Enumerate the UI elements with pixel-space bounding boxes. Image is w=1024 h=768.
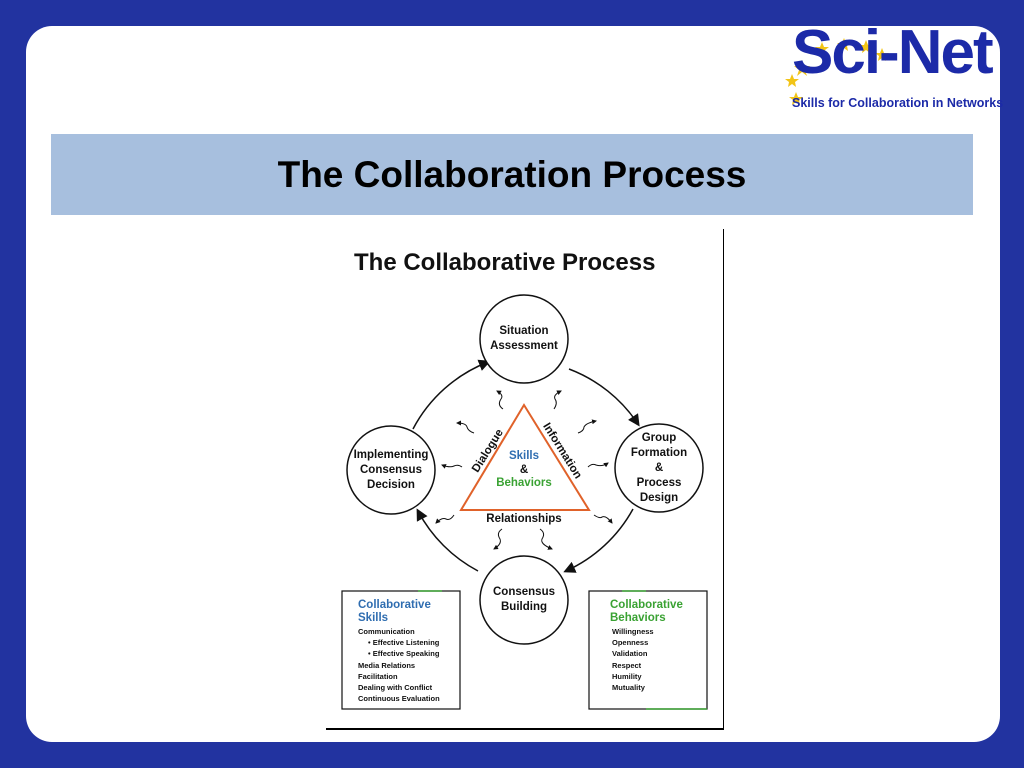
skills-box-border (341, 590, 461, 710)
behaviors-item: Validation (612, 649, 648, 659)
squiggle-arrow (441, 464, 463, 469)
behaviors-box-heading-2: Behaviors (610, 612, 666, 624)
collaborative-behaviors-box: Collaborative Behaviors Willingness Open… (610, 599, 704, 693)
squiggle-arrow (593, 514, 613, 524)
squiggle-arrow (456, 420, 475, 434)
collaborative-skills-box: Collaborative Skills Communication • Eff… (358, 599, 458, 704)
slide-title: The Collaboration Process (277, 153, 747, 195)
behaviors-item: Mutuality (612, 683, 645, 693)
cycle-arc-situation-to-group (568, 368, 640, 427)
skills-box-heading-1: Collaborative (358, 599, 431, 611)
skills-item: Media Relations (358, 660, 416, 670)
diagram-graphics (341, 294, 708, 710)
skills-item: • Effective Speaking (368, 649, 440, 659)
node-situation-assessment: Situation Assessment (490, 325, 558, 352)
title-band: The Collaboration Process (51, 134, 973, 215)
triangle-center-skills: Skills (508, 450, 540, 462)
behaviors-item: Humility (612, 671, 642, 681)
cycle-arc-consensus-to-implementing (416, 508, 479, 572)
squiggle-arrow (553, 390, 562, 410)
node-circle-situation (479, 294, 569, 384)
cycle-arc-group-to-consensus (563, 508, 634, 573)
sci-net-logo-stars (785, 38, 889, 105)
squiggle-arrow (496, 390, 504, 410)
logo-tagline: Skills for Collaboration in Networks (792, 96, 1004, 110)
squiggle-arrow (577, 419, 597, 434)
process-triangle (459, 403, 591, 511)
triangle-side-relationships: Relationships (486, 513, 562, 525)
skills-item: Dealing with Conflict (358, 683, 433, 693)
triangle-center-behaviors: Behaviors (496, 477, 552, 489)
collaborative-process-diagram: The Collaborative Process (326, 229, 724, 730)
behaviors-item: Openness (612, 638, 649, 648)
skills-item: Facilitation (358, 671, 398, 681)
skills-box-heading-2: Skills (358, 612, 389, 624)
behaviors-item: Willingness (612, 627, 654, 636)
squiggle-arrow (435, 514, 455, 524)
logo-wordmark: Sci-Net (792, 18, 994, 87)
behaviors-item: Respect (612, 660, 642, 670)
skills-item: • Effective Listening (368, 638, 440, 648)
node-consensus-building: Consensus Building (493, 586, 555, 613)
squiggle-arrow (493, 528, 503, 550)
behaviors-box-heading-1: Collaborative (610, 599, 683, 611)
skills-item: Continuous Evaluation (358, 694, 440, 704)
node-implementing-consensus: Implementing Consensus Decision (353, 448, 429, 491)
node-circle-group (614, 423, 704, 513)
squiggle-arrow (587, 462, 609, 468)
squiggle-arrow (539, 528, 553, 550)
cycle-arc-implementing-to-situation (412, 359, 491, 430)
node-group-formation: Group Formation & Process Design (630, 431, 688, 504)
triangle-center-amp: & (519, 464, 529, 476)
node-circle-implementing (346, 425, 436, 515)
node-circle-consensus (479, 555, 569, 645)
diagram-title: The Collaborative Process (354, 249, 656, 276)
skills-item: Communication (358, 627, 415, 636)
